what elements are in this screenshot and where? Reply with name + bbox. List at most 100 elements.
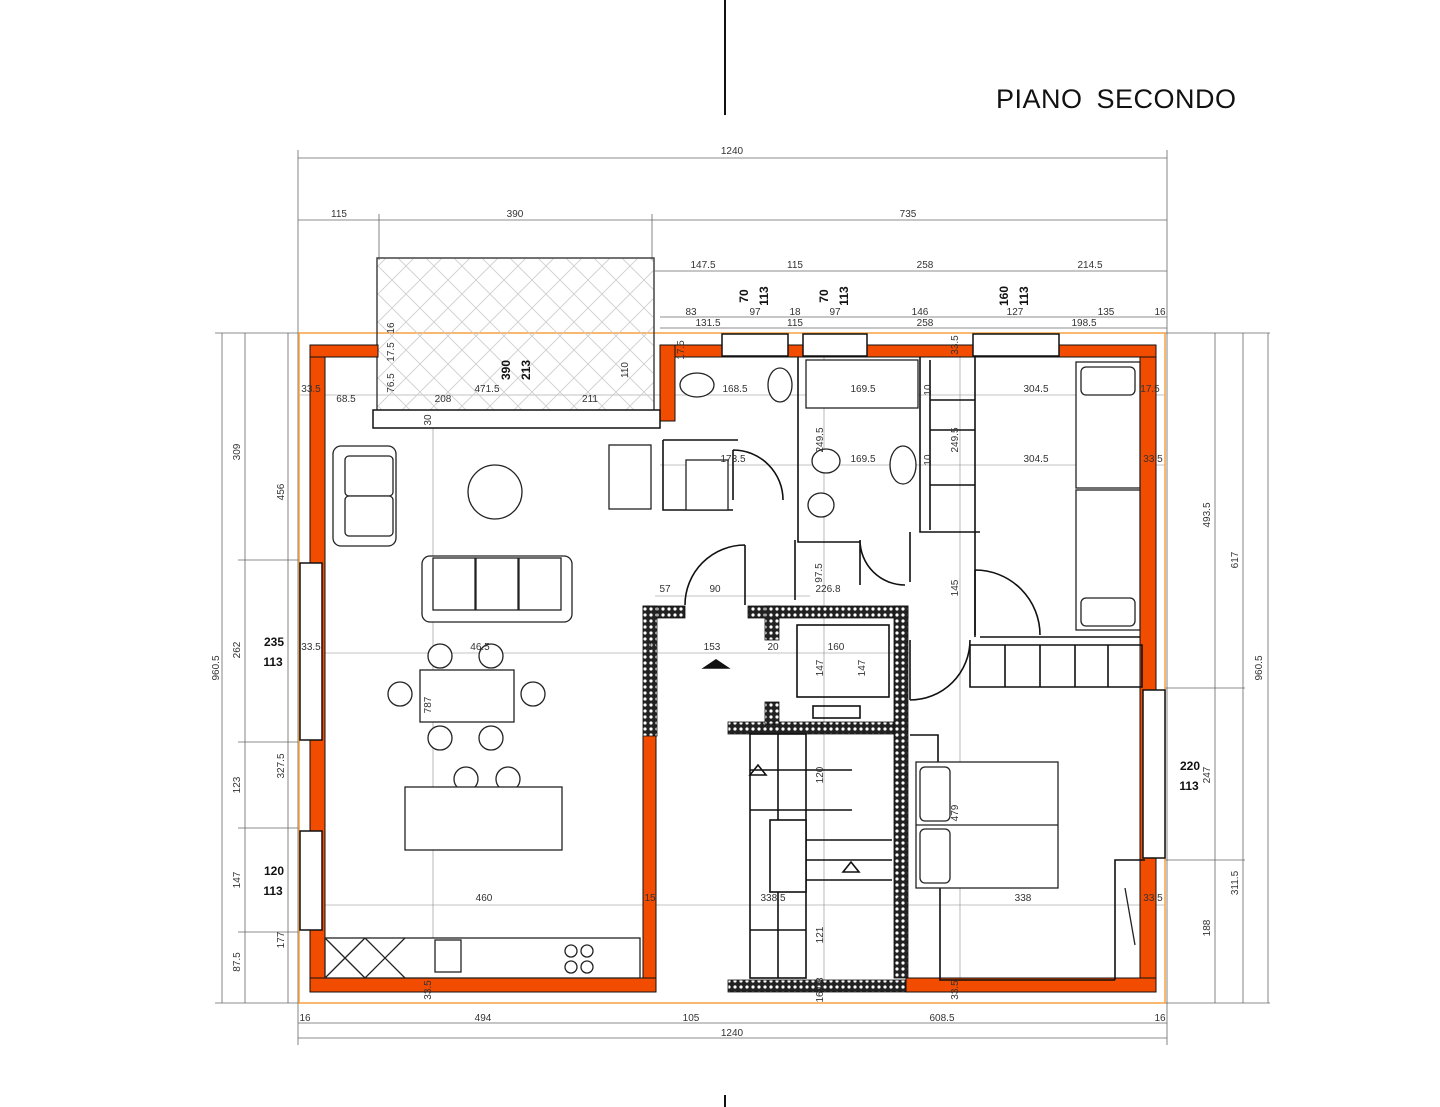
dimension-label: 46.5: [470, 642, 490, 653]
vertical-dimension-label: 147: [815, 659, 826, 676]
opening-width-label: 220: [1180, 759, 1200, 773]
dimension-label: 214.5: [1077, 260, 1102, 271]
outer-outline: [298, 332, 1166, 1004]
dimension-label: 160: [828, 642, 845, 653]
vertical-dimension-label: 17.5: [676, 340, 687, 360]
opening-height-label: 113: [1179, 779, 1199, 793]
stair-core: [642, 605, 909, 993]
dimension-label: 16: [1154, 1013, 1166, 1024]
dimension-label: 16: [299, 1013, 311, 1024]
dimension-label: 173.5: [720, 454, 745, 465]
vertical-dimension-label: 493.5: [1202, 502, 1213, 527]
vertical-dimension-label: 177: [276, 931, 287, 948]
vertical-dimension-label: 960.5: [1254, 655, 1265, 680]
dimension-label: 83: [685, 307, 697, 318]
dimension-label: 608.5: [929, 1013, 954, 1024]
dimension-labels: 1240 115 390 735 147.5 115 258 214.5 83 97 18 97 146…: [299, 146, 1166, 1039]
dimension-label: 460: [476, 893, 493, 904]
dimension-label: 20: [646, 642, 658, 653]
dimension-label: 105: [683, 1013, 700, 1024]
dimension-label: 97: [829, 307, 841, 318]
dimension-label: 494: [475, 1013, 492, 1024]
dimension-label: 168.5: [722, 384, 747, 395]
dimension-label: 1240: [721, 1028, 744, 1039]
vertical-dimension-label: 456: [276, 483, 287, 500]
vertical-dimension-label: 97.5: [814, 563, 825, 583]
dimension-label: 33.5: [1143, 454, 1163, 465]
dimension-label: 20: [767, 642, 779, 653]
opening-width-label: 160: [997, 286, 1011, 306]
vertical-dimension-label: 247: [1202, 766, 1213, 783]
opening-height-label: 113: [837, 286, 851, 306]
windows: [299, 333, 1166, 931]
dimension-label: 17.5: [1140, 384, 1160, 395]
dimension-label: 258: [917, 318, 934, 329]
dimension-label: 127: [1007, 307, 1024, 318]
vertical-dimension-label: 188: [1202, 919, 1213, 936]
plan-title: PIANO SECONDO: [996, 84, 1237, 114]
dimension-label: 1240: [721, 146, 744, 157]
vertical-dimension-label: 17.5: [386, 342, 397, 362]
doors: [684, 449, 1041, 701]
dimension-label: 15: [644, 893, 656, 904]
vertical-dimension-label: 10: [923, 384, 934, 396]
dimension-label: 97: [749, 307, 761, 318]
dimension-label: 211: [582, 394, 598, 405]
vertical-dimension-label: 960.5: [211, 655, 222, 680]
furniture: [324, 359, 1141, 979]
vertical-dimension-label: 123: [232, 776, 243, 793]
dimension-label: 338: [1015, 893, 1032, 904]
vertical-dimension-label: 145: [950, 579, 961, 596]
vertical-dimension-label: 110: [620, 362, 631, 378]
dimension-label: 90: [709, 584, 721, 595]
vertical-dimension-label: 33.5: [950, 335, 961, 355]
dimension-label: 208: [435, 394, 452, 405]
dimension-label: 33.5: [301, 384, 321, 395]
vertical-dimension-label: 33.5: [423, 980, 434, 1000]
opening-width-label: 390: [499, 360, 513, 380]
opening-width-label: 70: [737, 289, 751, 303]
vertical-dimension-label: 30: [423, 414, 434, 426]
dimension-label: 338.5: [760, 893, 785, 904]
dimension-label: 115: [787, 260, 803, 271]
balcony: [376, 257, 655, 414]
dimension-lines: [215, 150, 1270, 1045]
vertical-dimension-label: 249.5: [950, 427, 961, 452]
interior-walls: [662, 357, 1145, 981]
vertical-dimension-label: 262: [232, 641, 243, 658]
dimension-label: 147.5: [690, 260, 715, 271]
dimension-label: 390: [507, 209, 524, 220]
dimension-label: 57: [659, 584, 671, 595]
vertical-dimension-label: 33.5: [950, 980, 961, 1000]
dimension-label: 735: [900, 209, 917, 220]
dimension-label: 471.5: [474, 384, 499, 395]
dimension-label: 68.5: [336, 394, 356, 405]
vertical-dimension-label: 147: [857, 659, 868, 676]
dimension-label: 198.5: [1071, 318, 1096, 329]
dimension-label: 146: [912, 307, 929, 318]
vertical-dimension-label: 16.08: [815, 977, 826, 1002]
dimension-label: 258: [917, 260, 934, 271]
dimension-label: 16: [1154, 307, 1166, 318]
vertical-dimension-label: 479: [950, 804, 961, 821]
dimension-label: 115: [331, 209, 347, 220]
dimension-label: 18: [789, 307, 801, 318]
dimension-label: 169.5: [850, 384, 875, 395]
dimension-label: 169.5: [850, 454, 875, 465]
dimension-label: 304.5: [1023, 384, 1048, 395]
vertical-dimension-label: 327.5: [276, 753, 287, 778]
vertical-dimension-label: 617: [1230, 551, 1241, 568]
dimension-label: 226.8: [815, 584, 840, 595]
opening-height-label: 113: [1017, 286, 1031, 306]
vertical-dimension-label: 16: [386, 322, 397, 334]
vertical-dimension-label: 311.5: [1230, 870, 1241, 895]
staircase: [701, 624, 892, 979]
vertical-dimension-label: 120: [815, 766, 826, 783]
opening-height-label: 113: [757, 286, 771, 306]
dimension-label: 131.5: [695, 318, 720, 329]
opening-height-label: 213: [519, 360, 533, 380]
vertical-dimension-label: 121: [815, 926, 826, 943]
dimension-label: 33.5: [1143, 893, 1163, 904]
